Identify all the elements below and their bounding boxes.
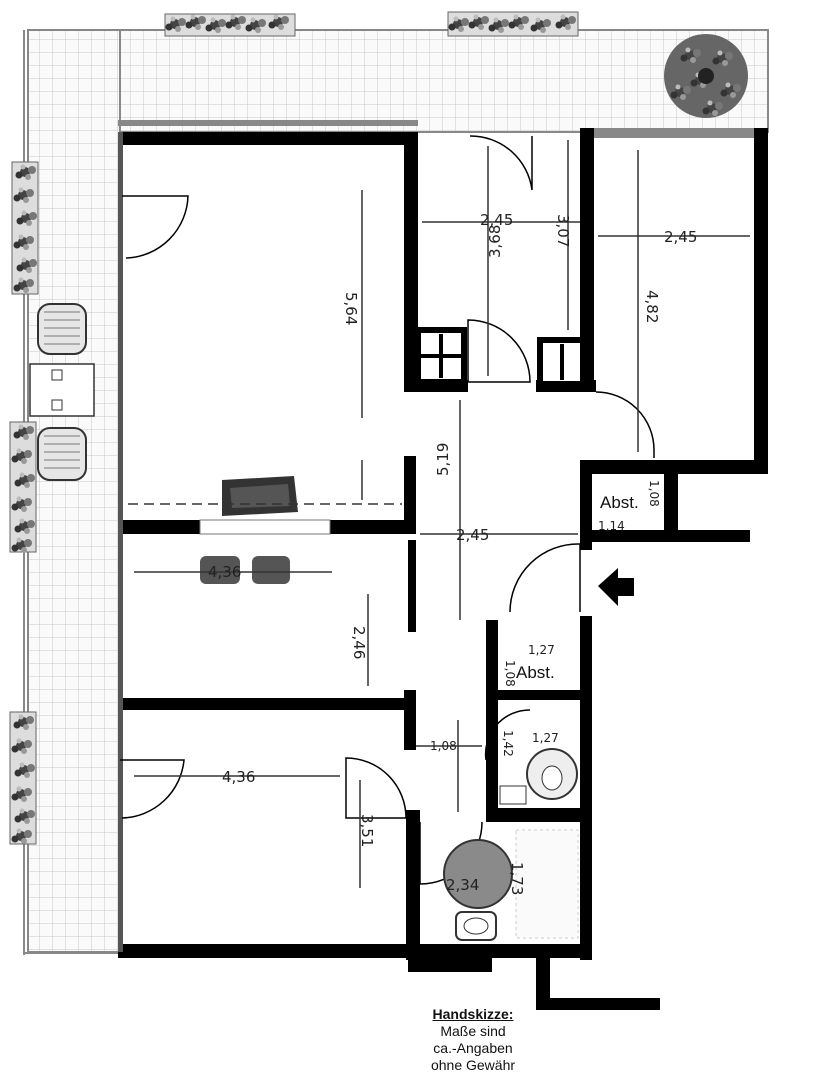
walls xyxy=(118,120,768,1010)
sketch-note-line-2: ca.-Angaben xyxy=(433,1040,513,1056)
dim-room3-width: 4,36 xyxy=(222,768,255,786)
sketch-note: Handskizze: Maße sind ca.-Angaben ohne G… xyxy=(398,1006,548,1074)
dim-kitchen-side: 3,07 xyxy=(554,214,572,247)
dim-storage1-width: 1,14 xyxy=(598,519,625,533)
dim-room3-depth: 3,51 xyxy=(358,814,376,847)
doors xyxy=(120,135,655,885)
entrance-arrow-icon xyxy=(598,568,634,606)
plant-planter-left-1 xyxy=(11,161,39,295)
dim-storage2-width: 1,27 xyxy=(528,643,555,657)
dim-kitchen-length: 3,68 xyxy=(486,225,504,258)
plant-planter-left-2 xyxy=(9,421,37,553)
room-furniture xyxy=(200,476,579,941)
dim-room2-depth: 2,46 xyxy=(350,626,368,659)
sketch-note-title: Handskizze: xyxy=(432,1006,514,1022)
dimension-lines xyxy=(128,140,750,888)
dim-storage1-depth: 1,08 xyxy=(647,480,661,507)
terrace-furniture xyxy=(29,303,95,481)
plant-planter-top-left xyxy=(164,13,296,37)
dim-bedroom-width: 2,45 xyxy=(664,228,697,246)
plant-planter-left-3 xyxy=(9,711,37,845)
dim-room2-width: 4,36 xyxy=(208,563,241,581)
dim-corridor-width: 1,08 xyxy=(430,739,457,753)
dim-bath-width: 1,73 xyxy=(508,862,526,895)
dim-hall-length: 5,19 xyxy=(434,443,452,476)
dim-kitchen-width: 2,45 xyxy=(480,211,513,229)
dim-wc-width: 1,27 xyxy=(532,731,559,745)
terrace xyxy=(23,29,769,955)
plant-planter-top-right xyxy=(447,11,579,37)
dim-wc-depth: 1,42 xyxy=(501,730,515,757)
dim-hall-width: 2,45 xyxy=(456,526,489,544)
dim-living-depth: 5,64 xyxy=(342,292,360,325)
label-storage-1: Abst. xyxy=(600,493,639,512)
dim-storage2-depth: 1,08 xyxy=(503,660,517,687)
label-storage-2: Abst. xyxy=(516,663,555,682)
dim-bath-depth: 2,34 xyxy=(446,876,479,894)
dim-bedroom-length: 4,82 xyxy=(643,290,661,323)
sketch-note-line-3: ohne Gewähr xyxy=(430,1057,516,1073)
plant-tree-corner xyxy=(664,34,748,118)
sketch-note-line-1: Maße sind xyxy=(440,1023,506,1039)
